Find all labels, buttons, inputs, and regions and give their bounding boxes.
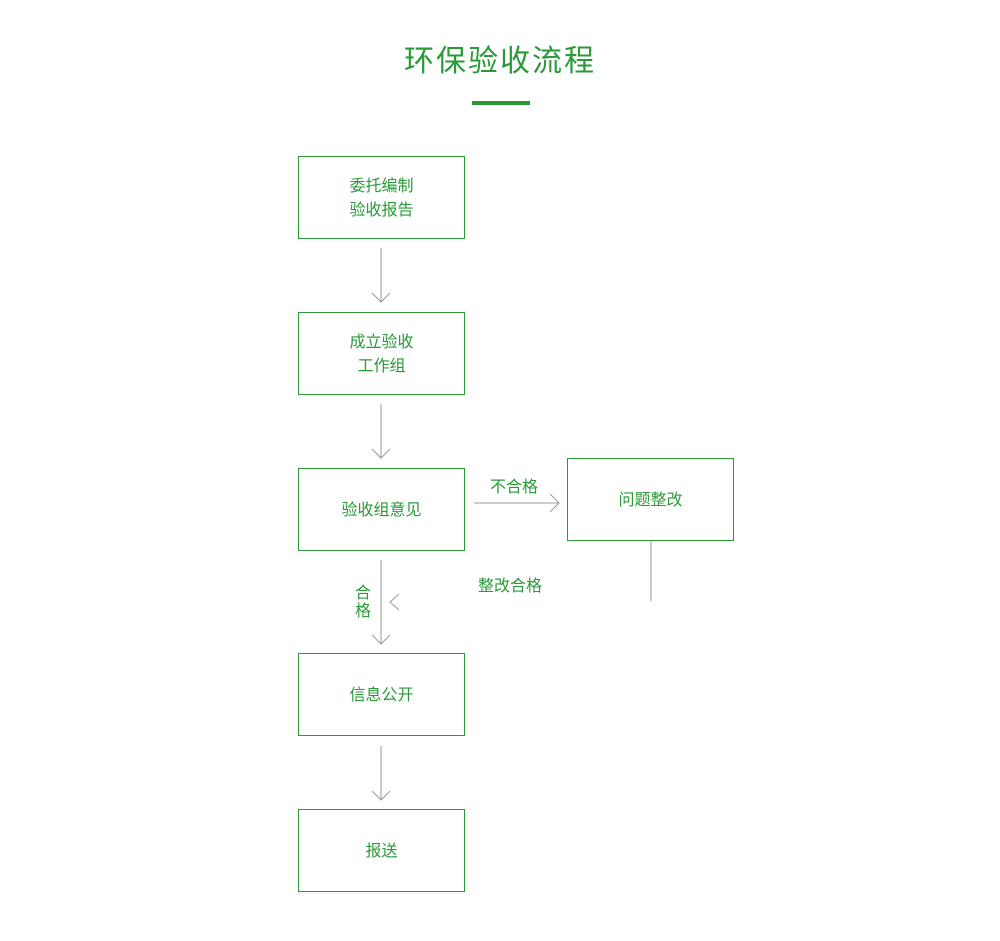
step-public-info: 信息公开 (298, 653, 465, 736)
step-report-line-1: 报送 (365, 840, 398, 860)
step-group-line-2: 工作组 (357, 355, 406, 375)
arrow-head-2 (371, 448, 391, 459)
edge-label-rectified: 整改合格 (478, 576, 543, 595)
return-arrow-head (389, 593, 400, 611)
edge-label-fail: 不合格 (490, 477, 539, 496)
edge-label-pass-1: 合 (355, 583, 372, 602)
step-form-group: 成立验收 工作组 (298, 312, 465, 395)
title-underline (472, 101, 530, 105)
step-group-opinion: 验收组意见 (298, 468, 465, 551)
page-title: 环保验收流程 (404, 44, 596, 79)
arrow-head-3 (371, 634, 391, 645)
edge-label-pass-2: 格 (355, 601, 372, 620)
step-rectify: 问题整改 (567, 458, 734, 541)
arrow-head-4 (371, 790, 391, 801)
arrow-head-1 (371, 292, 391, 303)
step-entrust-line-1: 委托编制 (349, 175, 414, 195)
arrow-head-fail (549, 493, 560, 513)
step-public-line-1: 信息公开 (349, 684, 414, 704)
step-group-line-1: 成立验收 (349, 331, 414, 351)
step-rectify-line-1: 问题整改 (618, 489, 683, 509)
step-submit: 报送 (298, 809, 465, 892)
step-entrust-report: 委托编制 验收报告 (298, 156, 465, 239)
step-opinion-line-1: 验收组意见 (341, 499, 422, 519)
step-entrust-line-2: 验收报告 (349, 199, 414, 219)
